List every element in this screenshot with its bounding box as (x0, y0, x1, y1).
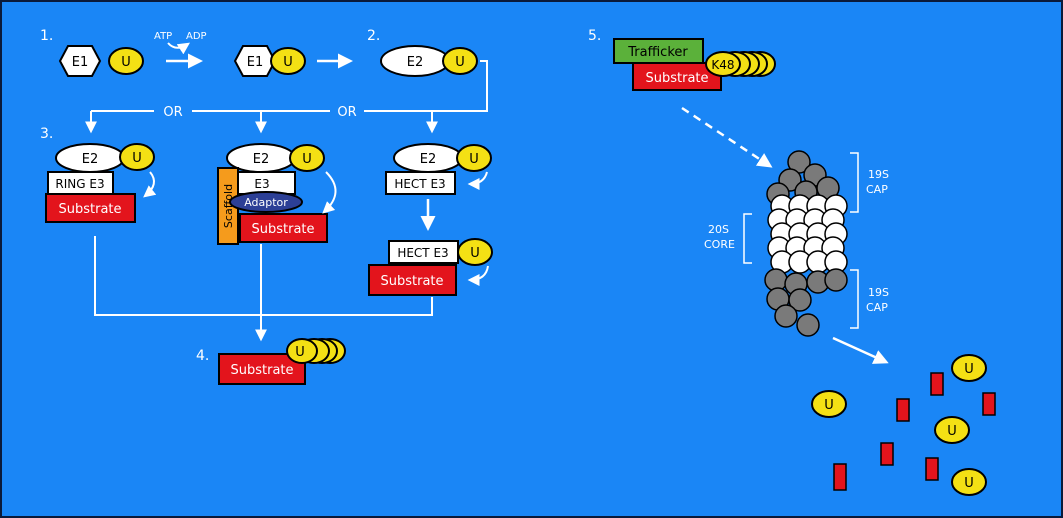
peptide-fragment (925, 457, 939, 481)
cap-subunit (796, 313, 820, 337)
step-5-label: 5. (588, 28, 601, 44)
core-20s: 20S (708, 223, 729, 236)
released-ubiquitin (951, 354, 987, 382)
scaffold-label: Scaffold (222, 184, 235, 228)
substrate-label: Substrate (251, 222, 314, 237)
or-label-right: OR (337, 105, 356, 120)
hect-e3-complex-1: E2 U HECT E3 (385, 143, 492, 195)
released-products: U U U U (811, 354, 996, 496)
ubiquitin-label: U (964, 362, 974, 377)
substrate-label: Substrate (380, 274, 443, 289)
transfer-arrow-hect-2 (467, 265, 489, 286)
step-1-label: 1. (40, 28, 53, 44)
cap-bottom-word: CAP (866, 301, 888, 314)
cap-subunit (774, 304, 798, 328)
ubiquitin-label: U (121, 55, 131, 70)
peptide-fragment (833, 463, 847, 491)
ubiquitin-label: U (469, 152, 479, 167)
polyubiquitinated-substrate: Substrate U (218, 338, 346, 385)
ubiquitin-label: U (132, 151, 142, 166)
branch-connector (91, 60, 488, 112)
substrate-label: Substrate (58, 202, 121, 217)
bracket-bottom-cap (850, 269, 859, 329)
substrate-label: Substrate (230, 363, 293, 378)
hect-e3-label: HECT E3 (397, 246, 448, 260)
trafficker-label: Trafficker (627, 45, 688, 60)
dashed-arrow-to-proteasome (681, 106, 773, 168)
e2-label: E2 (420, 152, 437, 167)
e1-free: E1 (58, 45, 102, 77)
substrate-label: Substrate (645, 71, 708, 86)
ring-e3-label: RING E3 (55, 177, 104, 191)
atp-label: ATP (154, 31, 172, 42)
transfer-arrow-scaffold (322, 171, 337, 214)
peptide-fragment (880, 442, 894, 466)
core-word: CORE (704, 238, 735, 251)
ubiquitin-label: U (824, 398, 834, 413)
ubiquitin-label: U (964, 476, 974, 491)
e1-label: E1 (247, 55, 264, 70)
hect-e3-label: HECT E3 (394, 177, 445, 191)
ubiquitin-label: U (470, 246, 480, 261)
e2-label: E2 (82, 152, 99, 167)
hect-e3-complex-2: HECT E3 U Substrate (368, 238, 493, 296)
transfer-arrow-ring (143, 171, 157, 198)
released-ubiquitin (951, 468, 987, 496)
adaptor-label: Adaptor (244, 196, 288, 209)
or-label-left: OR (163, 105, 182, 120)
ring-e3-complex: E2 U RING E3 Substrate (45, 143, 157, 223)
cap-subunit (824, 268, 848, 292)
cap-top-19s: 19S (868, 168, 889, 181)
step-4-label: 4. (196, 348, 209, 364)
e2-label: E2 (253, 152, 270, 167)
ubiquitin-label: U (455, 55, 465, 70)
e1-ubiquitin-complex: E1 U (233, 45, 306, 77)
e3-label: E3 (254, 177, 269, 191)
bracket-core (743, 213, 752, 264)
scaffold-e3-complex: E2 U Scaffold E3 Adaptor Substrate (217, 143, 337, 245)
peptide-fragment (896, 398, 910, 422)
ubiquitin-free: U (108, 47, 144, 75)
released-ubiquitin (934, 416, 970, 444)
e1-label: E1 (72, 55, 89, 70)
trafficker-complex: Trafficker Substrate K48 (613, 38, 776, 91)
step-3-label: 3. (40, 126, 53, 142)
proteasome (764, 150, 848, 337)
cap-bottom-19s: 19S (868, 286, 889, 299)
bracket-top-cap (850, 152, 859, 213)
convergence-connector (94, 236, 433, 316)
peptide-fragment (930, 372, 944, 396)
transfer-arrow-hect-1 (467, 171, 488, 190)
e2-label: E2 (407, 55, 424, 70)
ubiquitin-label: U (295, 345, 305, 360)
ubiquitin-label: U (302, 152, 312, 167)
step-2-label: 2. (367, 28, 380, 44)
cap-top-word: CAP (866, 183, 888, 196)
peptide-fragment (982, 392, 996, 416)
e2-ubiquitin-complex: E2 U (380, 45, 478, 77)
atp-adp-curve (167, 42, 190, 55)
k48-label: K48 (711, 58, 734, 72)
arrow-to-fragments (832, 336, 889, 364)
ubiquitin-label: U (283, 55, 293, 70)
released-ubiquitin (811, 390, 847, 418)
adp-label: ADP (186, 31, 207, 42)
cap-subunit (788, 288, 812, 312)
ubiquitin-label: U (947, 424, 957, 439)
